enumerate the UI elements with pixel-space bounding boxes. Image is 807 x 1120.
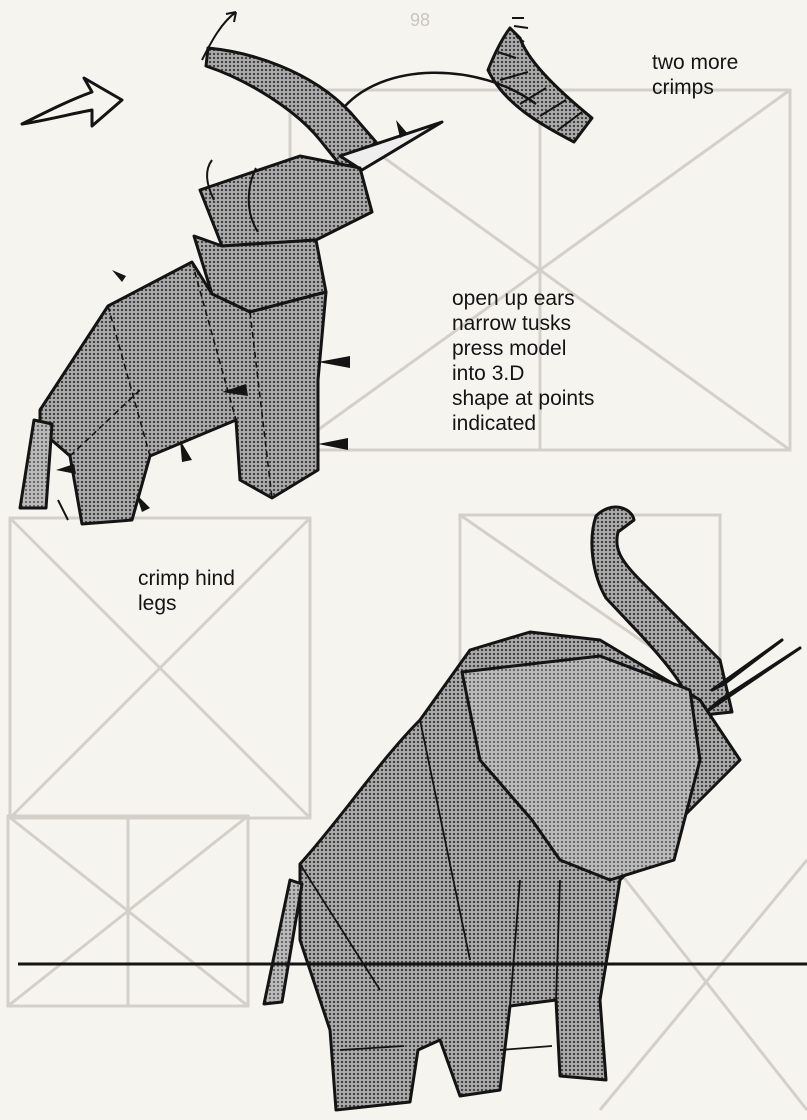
label-open-up-ears: open up ears narrow tusks press model in… xyxy=(452,286,594,436)
label-crimp-hind-legs: crimp hind legs xyxy=(138,566,235,616)
note-line: indicated xyxy=(452,411,594,436)
note-line: legs xyxy=(138,591,235,616)
trunk-detail xyxy=(488,18,592,142)
note-line: crimps xyxy=(652,75,738,100)
note-line: into 3.D xyxy=(452,361,594,386)
note-line: shape at points xyxy=(452,386,594,411)
note-line: press model xyxy=(452,336,594,361)
sequence-arrow-icon xyxy=(22,78,122,126)
note-line: two more xyxy=(652,50,738,75)
note-line: open up ears xyxy=(452,286,594,311)
note-line: crimp hind xyxy=(138,566,235,591)
page-number: 98 xyxy=(410,10,430,31)
label-two-more-crimps: two more crimps xyxy=(652,50,738,100)
note-line: narrow tusks xyxy=(452,311,594,336)
